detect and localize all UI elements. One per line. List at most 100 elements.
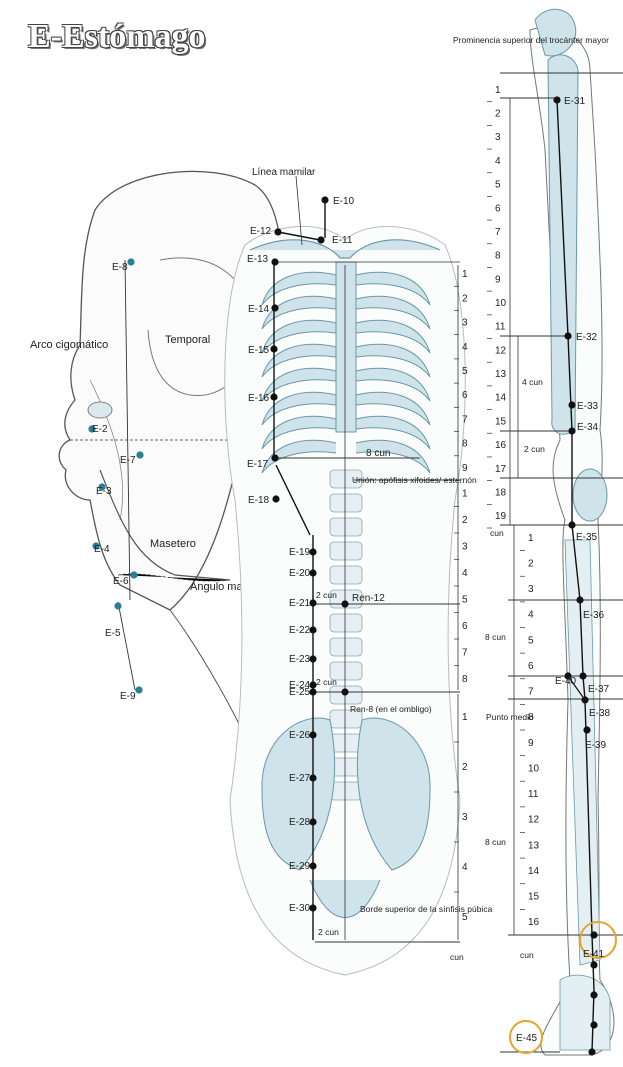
point-e-27-marker [309,774,316,781]
point-e-27-label: E-27 [289,773,311,784]
label-2-cun-a: 2 cun [316,590,337,600]
point-e-41-label: E-41 [583,949,605,960]
scale-tick-15: 15 [495,416,507,427]
point-e-20-marker [309,569,316,576]
point-e-31-label: E-31 [564,96,586,107]
scale-tick-7: 7 [462,414,468,425]
scale-tick-16: 16 [495,440,507,451]
label-linea-mamilar: Línea mamilar [252,167,316,178]
label-masetero: Masetero [150,538,196,550]
label-arco: Arco cigomático [30,339,108,351]
point-e-5-marker [114,602,121,609]
scale-tick-8: 8 [462,439,468,450]
scale-tick-5: 5 [495,180,501,191]
scale-tick-10: 10 [495,298,507,309]
scale-tick-3: 3 [495,132,501,143]
label-ren-8: Ren-8 (en el ombligo) [350,704,432,714]
point-e-33-marker [568,401,575,408]
point-e-15-label: E-15 [248,345,270,356]
point-e-10-label: E-10 [333,196,355,207]
point-e-35-marker [568,521,575,528]
scale-tick-3: 3 [462,318,468,329]
point-e-14-marker [271,304,278,311]
scale-tick-10: 10 [528,763,540,774]
label-8-cun-a: 8 cun [485,632,506,642]
point-e-25-marker [309,688,316,695]
point-e-30-label: E-30 [289,903,311,914]
point-e-16-label: E-16 [248,393,270,404]
point-e-29-marker [309,862,316,869]
scale-tick-1: 1 [462,269,468,280]
point-e-13-label: E-13 [247,254,269,265]
point-e-36-label: E-36 [583,610,605,621]
label-torso-cun: cun [450,952,464,962]
scale-tick-13: 13 [528,840,540,851]
scale-tick-9: 9 [528,738,534,749]
label-ren-12: Ren-12 [352,593,385,604]
foot-point-marker [590,991,597,998]
point-e-38-marker [581,696,588,703]
label-leg-cun: cun [490,528,504,538]
point-e-38-label: E-38 [589,708,611,719]
point-e-7-marker [136,451,143,458]
point-e-11-marker [317,236,324,243]
scale-tick-5: 5 [462,912,468,923]
point-e-22-marker [309,626,316,633]
scale-tick-2: 2 [462,293,468,304]
scale-tick-4: 4 [462,342,468,353]
scale-tick-18: 18 [495,487,507,498]
point-e-32-label: E-32 [576,332,598,343]
point-e-33-label: E-33 [577,401,599,412]
point-e-6-label: E-6 [113,576,129,587]
point-e-23-label: E-23 [289,654,311,665]
scale-tick-4: 4 [528,610,534,621]
point-e-10-marker [321,196,328,203]
scale-tick-9: 9 [462,463,468,474]
label-prominencia: Prominencia superior del trocánter mayor [453,35,609,45]
point-e-20-label: E-20 [289,568,311,579]
point-e-19-marker [309,548,316,555]
point-e-24-marker [309,681,316,688]
label-temporal: Temporal [165,334,210,346]
point-e-21-marker [309,599,316,606]
point-e-14-label: E-14 [248,304,270,315]
point-e-21-label: E-21 [289,598,311,609]
scale-tick-17: 17 [495,464,507,475]
scale-tick-1: 1 [462,488,468,499]
leg-figure: Prominencia superior del trocánter mayor… [453,9,623,1055]
scale-tick-14: 14 [495,393,507,404]
label-borde: Borde superior de la sínfisis púbica [360,904,493,914]
point-e-35-label: E-35 [576,532,598,543]
scale-tick-7: 7 [495,227,501,238]
point-e-3-label: E-3 [96,486,112,497]
label-8-cun-b: 8 cun [485,837,506,847]
ren-8-marker [341,688,348,695]
scale-tick-8: 8 [528,712,534,723]
point-e-41-marker [590,931,597,938]
scale-tick-3: 3 [528,584,534,595]
point-e-45-marker [588,1048,595,1055]
point-e-36-marker [576,596,583,603]
point-e-37-label: E-37 [588,684,610,695]
label-2-cun-b: 2 cun [316,677,337,687]
scale-tick-15: 15 [528,892,540,903]
point-e-12-marker [274,228,281,235]
label-punto-medio: Punto medio [486,712,534,722]
scale-tick-4: 4 [462,862,468,873]
scale-tick-6: 6 [462,621,468,632]
scale-tick-1: 1 [495,85,501,96]
label-4-cun: 4 cun [522,377,543,387]
point-e-11-label: E-11 [332,235,353,246]
scale-tick-7: 7 [462,647,468,658]
scale-tick-2: 2 [462,762,468,773]
scale-tick-8: 8 [462,674,468,685]
scale-tick-1: 1 [528,533,534,544]
point-e-12-label: E-12 [250,226,272,237]
label-2-cun: 2 cun [524,444,545,454]
point-e-31-marker [553,96,560,103]
scale-tick-5: 5 [462,366,468,377]
point-e-22-label: E-22 [289,625,311,636]
point-e-30-marker [309,904,316,911]
point-e-40-label: E-40 [555,676,577,687]
scale-tick-1: 1 [462,712,468,723]
